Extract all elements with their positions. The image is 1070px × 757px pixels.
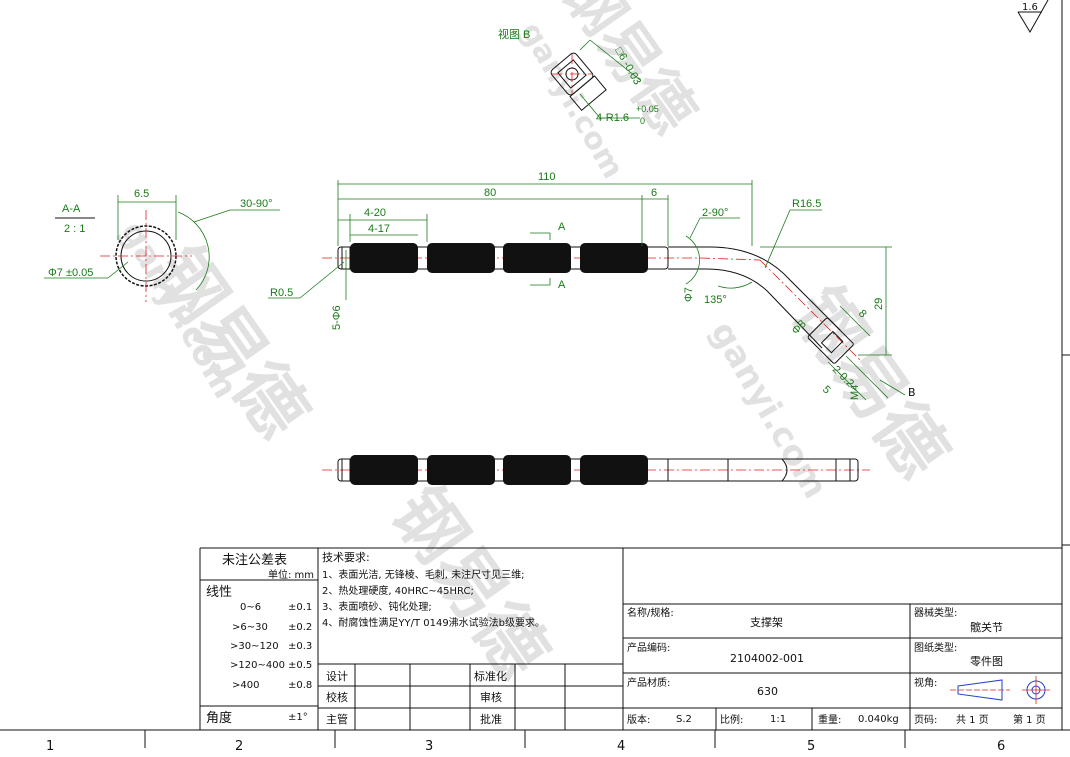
code-value: 2104002-001 [730, 652, 804, 665]
section-dia-dim: Φ7 ±0.05 [48, 267, 93, 279]
bend-radius-dim: R16.5 [792, 198, 821, 210]
view-label: 视角: [914, 676, 937, 689]
drawing-type-value: 零件图 [970, 655, 1003, 668]
chamfer-angle-dim: 2-90° [702, 207, 728, 219]
version-value: S.2 [676, 714, 692, 725]
zone-label: 5 [807, 739, 815, 754]
material-value: 630 [757, 685, 778, 698]
scale-label: 比例: [720, 713, 743, 726]
corner-tol-lower: 0 [640, 116, 645, 126]
thread-dim: M4 [849, 385, 861, 400]
zone-label: 6 [997, 739, 1005, 754]
angle-label: 角度 [206, 710, 232, 726]
zone-label: 4 [617, 739, 625, 754]
signoff-approve: 批准 [480, 712, 502, 726]
bottom-view [322, 455, 870, 485]
knurl-grip [580, 455, 648, 485]
material-label: 产品材质: [627, 676, 670, 689]
bend-angle-dim: 135° [704, 294, 727, 306]
tech-title: 技术要求: [322, 551, 370, 564]
title-block: 未注公差表 单位: mm 线性 0~6 ±0.1 >6~30 ±0.2 >30~… [199, 547, 1062, 730]
tech-item: 2、热处理硬度, 40HRC~45HRC; [322, 584, 474, 597]
code-label: 产品编码: [627, 641, 670, 654]
tech-item: 1、表面光洁, 无锋棱、毛刺, 未注尺寸见三维; [322, 568, 524, 581]
zone-ruler: 1 2 3 4 5 6 [46, 730, 1005, 754]
tol-value: ±0.8 [288, 680, 312, 691]
machine-type-label: 器械类型: [914, 606, 957, 619]
version-label: 版本: [627, 713, 650, 726]
scale-value: 1:1 [770, 714, 786, 725]
knurl-grip [427, 455, 495, 485]
tol-range: 0~6 [240, 602, 261, 613]
signoff-standard: 标准化 [474, 669, 507, 683]
projection-symbol-icon [950, 676, 1050, 704]
short-length-dim: 6 [651, 187, 657, 199]
knurl-grip [427, 243, 495, 273]
page-label: 页码: [914, 714, 937, 726]
page-current: 第 1 页 [1013, 713, 1046, 726]
section-cut-label: A [558, 279, 566, 291]
name-label: 名称/规格: [627, 606, 674, 619]
knurl-grip [580, 243, 648, 273]
zone-label: 3 [425, 739, 433, 754]
tol-value: ±0.3 [288, 641, 312, 652]
surface-roughness-symbol: 1.6 [1017, 0, 1049, 33]
roughness-value: 1.6 [1022, 2, 1038, 13]
zone-label: 1 [46, 739, 54, 754]
view-arrow-label: B [908, 386, 916, 399]
page-total: 共 1 页 [956, 714, 989, 726]
tol-range: >6~30 [232, 622, 268, 633]
view-b-title: 视图 B [498, 27, 530, 41]
groove-dia-dim: 5-Φ6 [331, 305, 343, 330]
drawing-type-label: 图纸类型: [914, 641, 957, 654]
knurl-spacing-dim: 4-20 [364, 207, 386, 219]
sheet-border [0, 0, 1070, 731]
knurl-width-dim: 6.5 [134, 188, 149, 200]
section-a-a: A-A 2 : 1 6.5 30-90° Φ7 ±0.05 [44, 188, 280, 302]
angle-tol: ±1° [288, 712, 308, 723]
knurl-angle-dim: 30-90° [240, 198, 273, 210]
end-radius-dim: R0.5 [270, 287, 293, 299]
corner-tol-upper: +0.05 [636, 104, 659, 114]
knurl-length-dim: 4-17 [368, 223, 390, 235]
tolerance-title: 未注公差表 [222, 553, 287, 568]
corner-radius-dim: 4-R1.6 [596, 112, 629, 124]
knurl-grip [350, 243, 418, 273]
zone-label: 2 [235, 739, 243, 754]
pipe-dia-dim: Φ7 [683, 287, 695, 302]
signoff-design: 设计 [326, 670, 348, 683]
linear-label: 线性 [206, 585, 232, 600]
weight-label: 重量: [818, 713, 841, 726]
knurl-grip [503, 243, 571, 273]
tolerance-unit: 单位: mm [268, 568, 314, 581]
knurl-grip [350, 455, 418, 485]
section-cut-label: A [558, 221, 566, 233]
watermark-brand: 钢易德 [376, 473, 564, 692]
tol-range: >400 [232, 680, 259, 691]
tol-range: >30~120 [230, 641, 279, 652]
tol-range: >120~400 [230, 660, 285, 671]
section-title: A-A [62, 203, 81, 215]
overall-length-dim: 110 [538, 171, 556, 183]
section-scale: 2 : 1 [64, 223, 85, 235]
signoff-supervisor: 主管 [326, 712, 348, 726]
signoff-check: 校核 [326, 690, 348, 704]
tol-value: ±0.2 [288, 622, 312, 633]
weight-value: 0.040kg [858, 714, 899, 725]
knurl-grip [503, 455, 571, 485]
tech-item: 4、耐腐蚀性满足YY/T 0149沸水试验法b级要求。 [322, 616, 545, 629]
tol-value: ±0.5 [288, 660, 312, 671]
machine-type-value: 髋关节 [970, 620, 1003, 634]
tech-item: 3、表面喷砂、钝化处理; [322, 600, 432, 613]
tol-value: ±0.1 [288, 602, 312, 613]
name-value: 支撑架 [750, 615, 783, 629]
straight-length-dim: 80 [484, 187, 496, 199]
watermark-group: 钢易德 钢易德 钢易德 钢易德 ganyi.com ganyi.com gany… [112, 0, 963, 692]
signoff-review: 审核 [480, 690, 502, 704]
vertical-offset-dim: 29 [873, 298, 885, 310]
